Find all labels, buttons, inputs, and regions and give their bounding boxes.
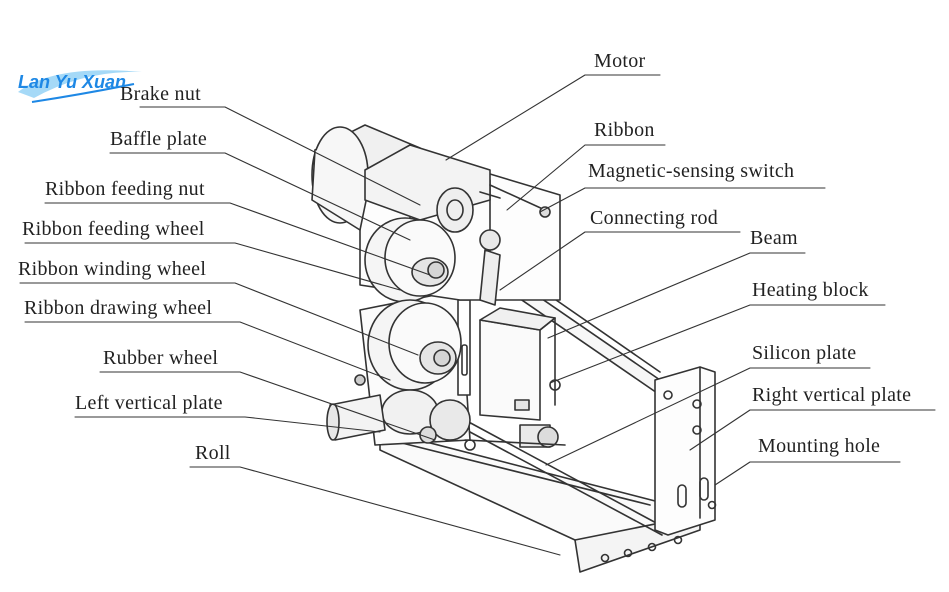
label-beam: Beam [750,227,798,249]
label-ribbon-drawing-wheel: Ribbon drawing wheel [24,297,213,319]
label-ribbon-feeding-nut: Ribbon feeding nut [45,178,205,200]
label-ribbon: Ribbon [594,119,655,141]
logo-text: Lan Yu Xuan [18,72,127,92]
heating-block [479,307,561,448]
label-right-vertical-plate: Right vertical plate [752,384,912,406]
mounting-slot-1 [677,484,687,508]
label-brake-nut: Brake nut [120,83,202,105]
label-ribbon-feeding-wheel: Ribbon feeding wheel [22,218,205,240]
logo-swoosh-icon [18,70,142,103]
label-mounting-hole: Mounting hole [758,435,881,457]
label-roll: Roll [195,442,231,464]
rubber-wheel [381,389,471,444]
right-vertical-plate [654,366,717,536]
leader-lines-right [445,74,936,486]
ribbon-winding-wheel [367,299,462,391]
label-left-vertical-plate: Left vertical plate [75,392,223,414]
motor [311,124,491,231]
ribbon-spool [436,187,474,233]
mounting-slot-2 [699,477,709,501]
roll [326,374,566,451]
base-rail [379,429,701,573]
label-ribbon-winding-wheel: Ribbon winding wheel [18,258,207,280]
brand-logo: Lan Yu Xuan [14,62,146,108]
leader-lines-left [19,106,561,556]
label-baffle-plate: Baffle plate [110,128,208,150]
label-motor: Motor [594,50,646,72]
ribbon-feeding-wheel [364,217,456,303]
label-connecting-rod: Connecting rod [590,207,719,229]
label-magnetic-switch: Magnetic-sensing switch [588,160,795,182]
label-heating-block: Heating block [752,279,869,301]
label-silicon-plate: Silicon plate [752,342,857,364]
label-rubber-wheel: Rubber wheel [103,347,219,369]
